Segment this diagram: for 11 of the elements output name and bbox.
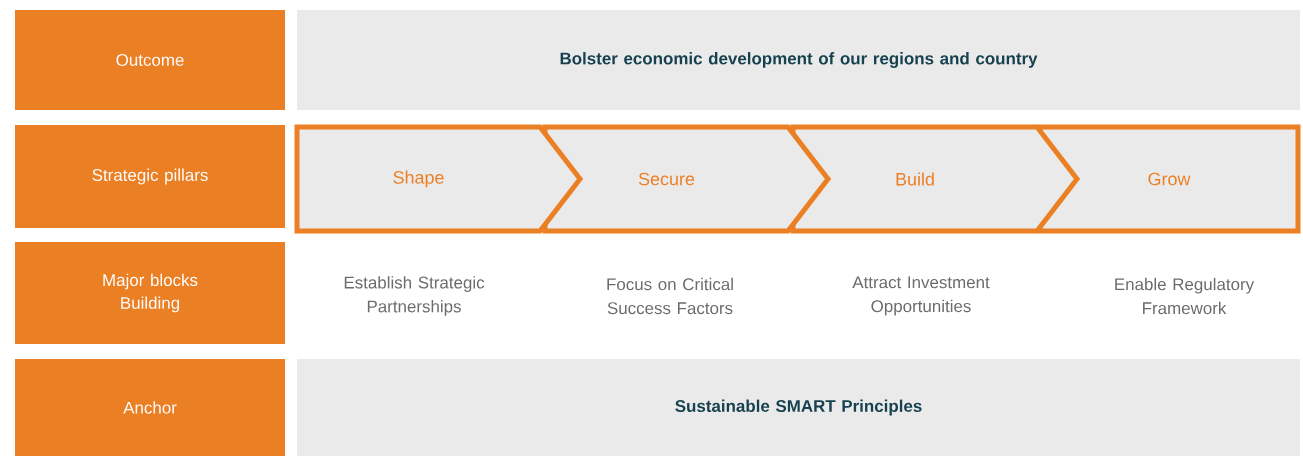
block-text: Focus on Critical Success Factors [607,277,733,315]
banner-box: Bolster economic development of our regions and country [297,10,1300,110]
row-label-box: Outcome [15,10,285,110]
row-label-box: Strategic pillars [15,125,285,228]
row-label-box: Anchor [15,359,285,456]
block-text: Attract Investment Opportunities [852,276,990,316]
pillar-box: Grow [1037,124,1301,234]
block-text: Enable Regulatory Framework [1115,277,1255,315]
block-text: Establish Strategic Partnerships [344,276,485,316]
row-label-box: Major blocks Building [15,242,285,344]
banner-box: Sustainable SMART Principles [297,359,1300,456]
